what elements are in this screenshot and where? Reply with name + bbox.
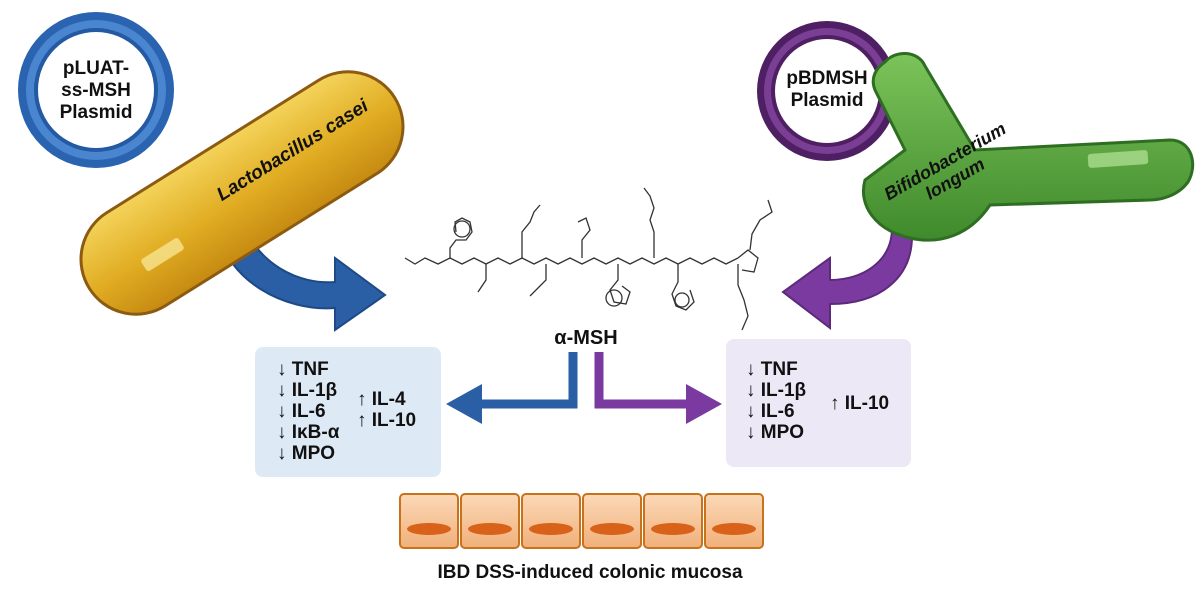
right-down-mpo: ↓ MPO [746,422,805,443]
lactobacillus-casei-cell [79,70,405,316]
left-up-list: ↑ IL-4 ↑ IL-10 [357,389,416,431]
right-down-il1b: ↓ IL-1β [746,380,807,401]
right-effects-box: ↓ TNF ↓ IL-1β ↓ IL-6 ↓ MPO ↑ IL-10 [726,339,911,467]
right-effect-arrowhead [686,384,722,424]
left-effect-arrow [478,352,578,409]
right-plasmid-ring [757,21,897,161]
left-down-tnf: ↓ TNF [277,359,329,380]
mucosa-cell [582,493,642,549]
left-up-il4: ↑ IL-4 [357,389,406,410]
left-plasmid-ring [18,12,174,168]
left-plasmid-line2: ss-MSH [61,80,131,101]
left-secretion-arrow [216,213,387,332]
left-plasmid-line1: pLUAT- [62,58,130,79]
left-down-il6: ↓ IL-6 [277,401,326,422]
alpha-msh-label: α-MSH [554,327,618,349]
left-down-list: ↓ TNF ↓ IL-1β ↓ IL-6 ↓ IκB-α ↓ MPO [277,359,339,464]
left-up-il10: ↑ IL-10 [357,410,417,431]
right-plasmid-line2: Plasmid [790,90,864,111]
colonic-mucosa-cells [399,493,764,549]
mucosa-cell [460,493,520,549]
right-up-list: ↑ IL-10 [830,393,889,414]
mucosa-cell [521,493,581,549]
left-plasmid-line3: Plasmid [59,102,133,123]
right-plasmid-line1: pBDMSH [786,68,868,89]
right-down-tnf: ↓ TNF [746,359,798,380]
left-effects-box: ↓ TNF ↓ IL-1β ↓ IL-6 ↓ IκB-α ↓ MPO ↑ IL-… [255,347,441,477]
left-plasmid-label: pLUAT- ss-MSH Plasmid [46,58,146,124]
mucosa-cell [643,493,703,549]
left-down-il1b: ↓ IL-1β [277,380,338,401]
bifidobacterium-longum-cell [862,52,1195,242]
right-down-il6: ↓ IL-6 [746,401,795,422]
left-effect-arrowhead [446,384,482,424]
right-up-il10: ↑ IL-10 [830,393,890,414]
mucosa-label: IBD DSS-induced colonic mucosa [437,562,743,583]
right-effect-arrow [594,352,690,409]
right-down-list: ↓ TNF ↓ IL-1β ↓ IL-6 ↓ MPO [746,359,806,443]
left-down-mpo: ↓ MPO [277,443,336,464]
right-plasmid-label: pBDMSH Plasmid [777,68,877,112]
right-secretion-arrow [781,226,914,331]
mucosa-cell [704,493,764,549]
left-down-ikba: ↓ IκB-α [277,422,340,443]
mucosa-cell [399,493,459,549]
alpha-msh-structure [404,187,773,331]
